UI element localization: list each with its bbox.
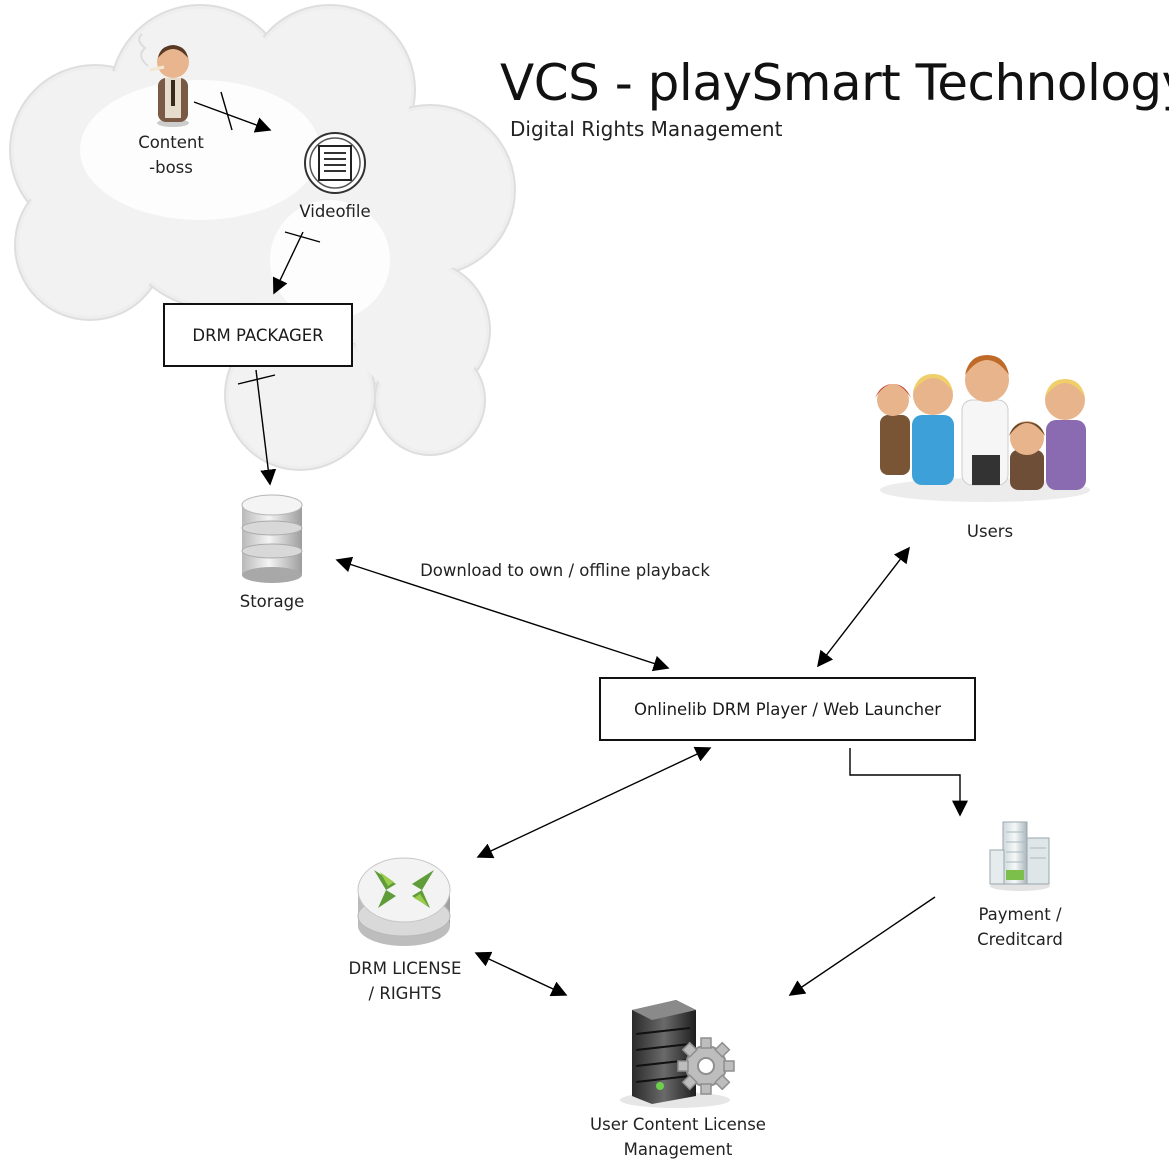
- edge-videofile-packager: [272, 231, 304, 295]
- payment-label-line2: Creditcard: [977, 930, 1063, 949]
- edge-payment-ucl: [788, 896, 936, 996]
- onlinelib-player-label: Onlinelib DRM Player / Web Launcher: [633, 699, 942, 719]
- user-group-icon: [875, 355, 1090, 502]
- edge-label-storage-player: Download to own / offline playback: [420, 561, 710, 580]
- database-icon: [241, 494, 303, 583]
- content-boss-label-line1: Content: [138, 133, 204, 152]
- video-file-icon: [304, 132, 366, 194]
- server-gear-icon: [620, 1000, 735, 1108]
- users-label: Users: [966, 522, 1014, 541]
- ucl-management-label-line2: Management: [623, 1140, 733, 1159]
- edge-player-payment: [849, 748, 968, 817]
- drm-license-label-line2: / RIGHTS: [368, 984, 442, 1003]
- content-boss-label: Content -boss: [130, 130, 212, 180]
- connectors: [193, 91, 968, 997]
- drm-packager-box[interactable]: DRM PACKAGER: [163, 303, 353, 367]
- page-title: VCS - playSmart Technology: [500, 54, 1169, 112]
- ucl-management-label-line1: User Content License: [590, 1115, 766, 1134]
- ucl-management-label: User Content License Management: [578, 1112, 778, 1162]
- businessman-smoking-icon: [138, 33, 189, 127]
- drm-license-label-line1: DRM LICENSE: [348, 959, 462, 978]
- edge-contentboss-videofile: [193, 101, 272, 133]
- edge-storage-player: [335, 556, 670, 672]
- edge-license-ucl: [474, 951, 568, 997]
- router-icon: [357, 857, 451, 946]
- edge-packager-storage: [255, 369, 277, 486]
- page-subtitle: Digital Rights Management: [510, 117, 783, 141]
- payment-label: Payment / Creditcard: [965, 902, 1075, 952]
- videofile-label: Videofile: [299, 202, 371, 221]
- content-boss-label-line2: -boss: [149, 158, 193, 177]
- onlinelib-player-box[interactable]: Onlinelib DRM Player / Web Launcher: [599, 677, 976, 741]
- payment-label-line1: Payment /: [978, 905, 1062, 924]
- edge-player-license: [476, 746, 712, 859]
- edge-users-player: [817, 546, 910, 668]
- drm-license-label: DRM LICENSE / RIGHTS: [335, 956, 475, 1006]
- drm-packager-label: DRM PACKAGER: [192, 325, 324, 345]
- office-building-icon: [989, 821, 1050, 891]
- storage-label: Storage: [239, 592, 305, 611]
